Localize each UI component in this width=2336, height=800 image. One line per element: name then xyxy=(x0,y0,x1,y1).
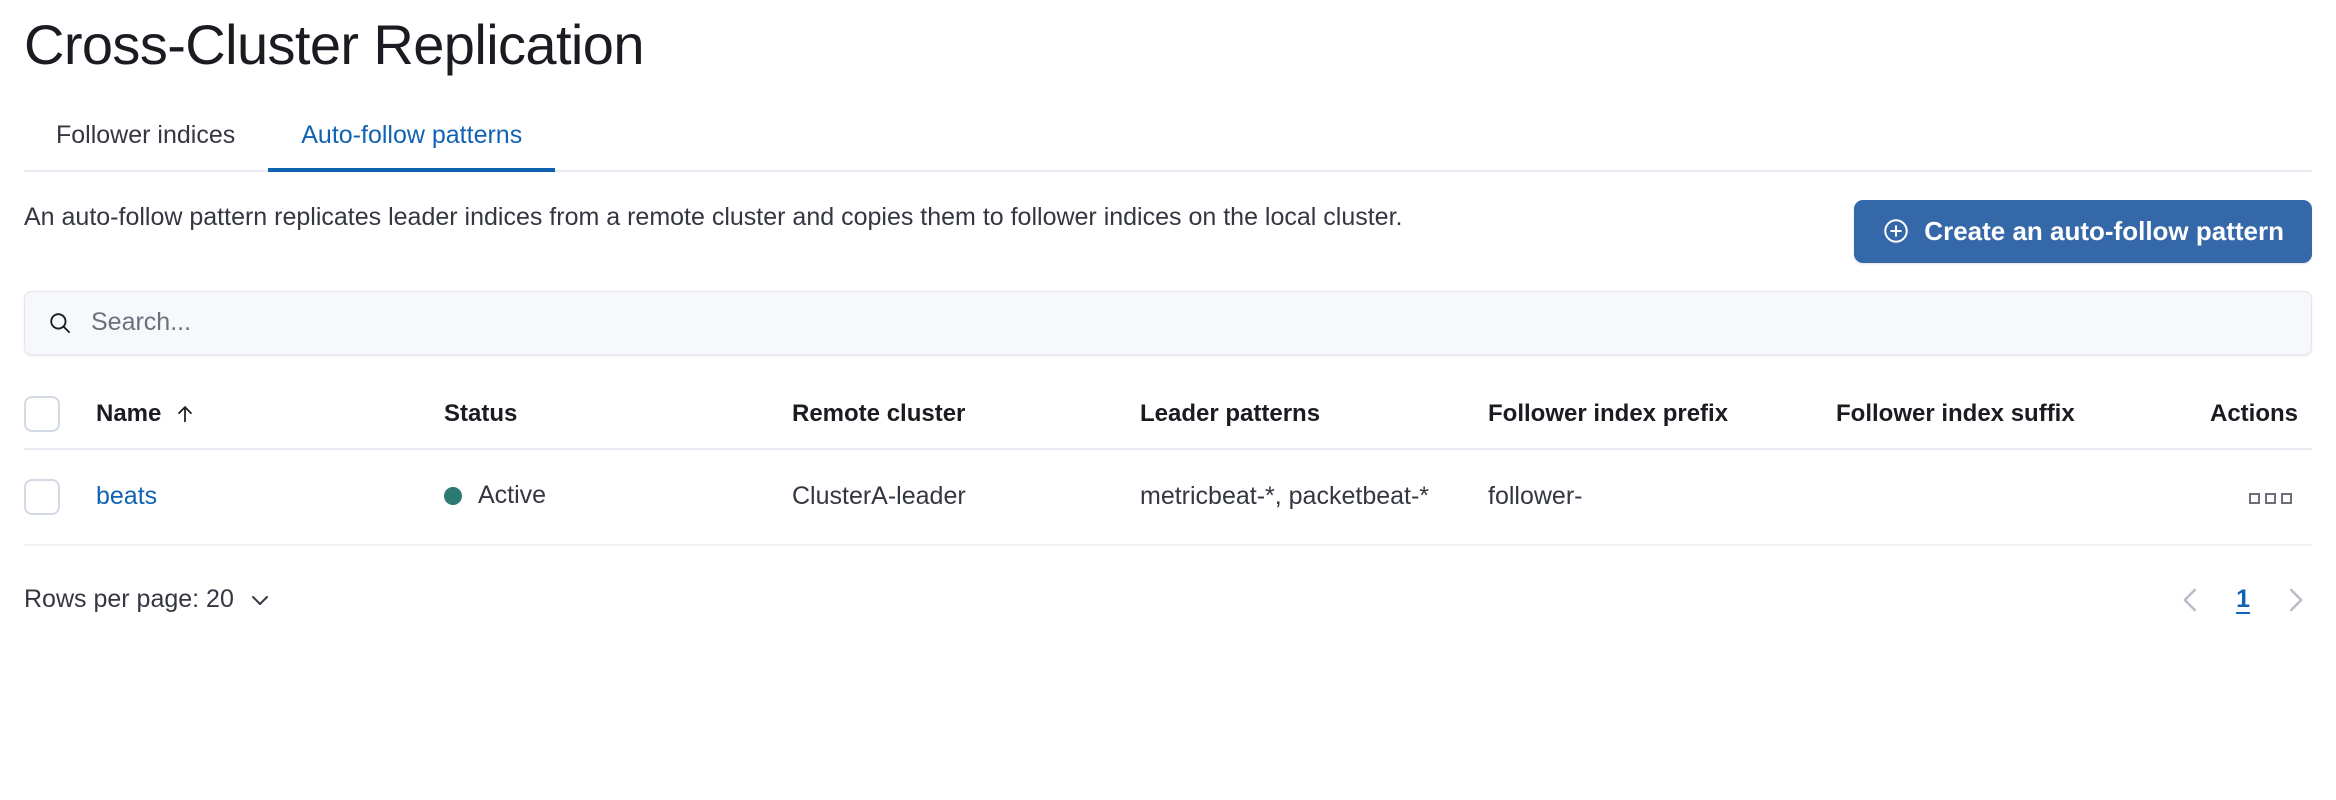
rows-per-page-select[interactable]: Rows per page: 20 xyxy=(24,585,272,614)
column-header-follower-index-prefix[interactable]: Follower index prefix xyxy=(1488,380,1836,450)
column-header-actions: Actions xyxy=(2184,380,2312,450)
rows-per-page-label: Rows per page: 20 xyxy=(24,585,234,614)
create-button-label: Create an auto-follow pattern xyxy=(1924,215,2284,246)
table-head: Name Status Remote cluster Leader patter… xyxy=(24,380,2312,450)
plus-in-circle-icon xyxy=(1882,217,1910,245)
row-checkbox[interactable] xyxy=(24,478,60,515)
tab-bar: Follower indices Auto-follow patterns xyxy=(24,110,2312,172)
intro-row: An auto-follow pattern replicates leader… xyxy=(24,198,2312,263)
intro-description: An auto-follow pattern replicates leader… xyxy=(24,202,1403,231)
search-input[interactable] xyxy=(91,291,2289,354)
pagination-page-1[interactable]: 1 xyxy=(2230,585,2256,614)
select-all-header xyxy=(24,380,96,450)
column-header-leader-patterns[interactable]: Leader patterns xyxy=(1140,380,1488,450)
column-header-name[interactable]: Name xyxy=(96,380,444,450)
column-header-name-label: Name xyxy=(96,400,162,428)
tab-auto-follow-patterns[interactable]: Auto-follow patterns xyxy=(268,122,556,172)
status-dot-icon xyxy=(444,486,462,505)
column-header-status[interactable]: Status xyxy=(444,380,792,450)
table-header-row: Name Status Remote cluster Leader patter… xyxy=(24,380,2312,450)
cell-actions xyxy=(2184,448,2312,546)
create-auto-follow-pattern-button[interactable]: Create an auto-follow pattern xyxy=(1854,199,2312,263)
cell-remote-cluster: ClusterA-leader xyxy=(792,448,1140,546)
search-icon xyxy=(47,310,73,336)
table-row[interactable]: beats Active ClusterA-leader metricbeat-… xyxy=(24,448,2312,546)
pagination: 1 xyxy=(2174,583,2312,617)
chevron-left-icon[interactable] xyxy=(2174,583,2208,617)
select-all-checkbox[interactable] xyxy=(24,396,60,433)
arrow-up-icon xyxy=(174,402,196,426)
cell-name: beats xyxy=(96,448,444,546)
auto-follow-patterns-table: Name Status Remote cluster Leader patter… xyxy=(24,380,2312,546)
table-footer: Rows per page: 20 1 xyxy=(24,572,2312,628)
cell-follower-index-prefix: follower- xyxy=(1488,448,1836,546)
chevron-right-icon[interactable] xyxy=(2278,583,2312,617)
cell-status: Active xyxy=(444,448,792,546)
tab-follower-indices[interactable]: Follower indices xyxy=(24,122,268,170)
page-title: Cross-Cluster Replication xyxy=(24,13,644,76)
status-label: Active xyxy=(478,481,547,510)
chevron-down-icon xyxy=(248,588,272,612)
auto-follow-pattern-link[interactable]: beats xyxy=(96,482,158,511)
more-actions-icon[interactable] xyxy=(2243,487,2298,510)
column-header-remote-cluster[interactable]: Remote cluster xyxy=(792,380,1140,450)
row-select-cell xyxy=(24,448,96,546)
column-header-follower-index-suffix[interactable]: Follower index suffix xyxy=(1836,380,2184,450)
search-bar[interactable] xyxy=(24,290,2312,355)
cell-follower-index-suffix xyxy=(1836,448,2184,546)
table-body: beats Active ClusterA-leader metricbeat-… xyxy=(24,448,2312,546)
cell-leader-patterns: metricbeat-*, packetbeat-* xyxy=(1140,448,1488,546)
